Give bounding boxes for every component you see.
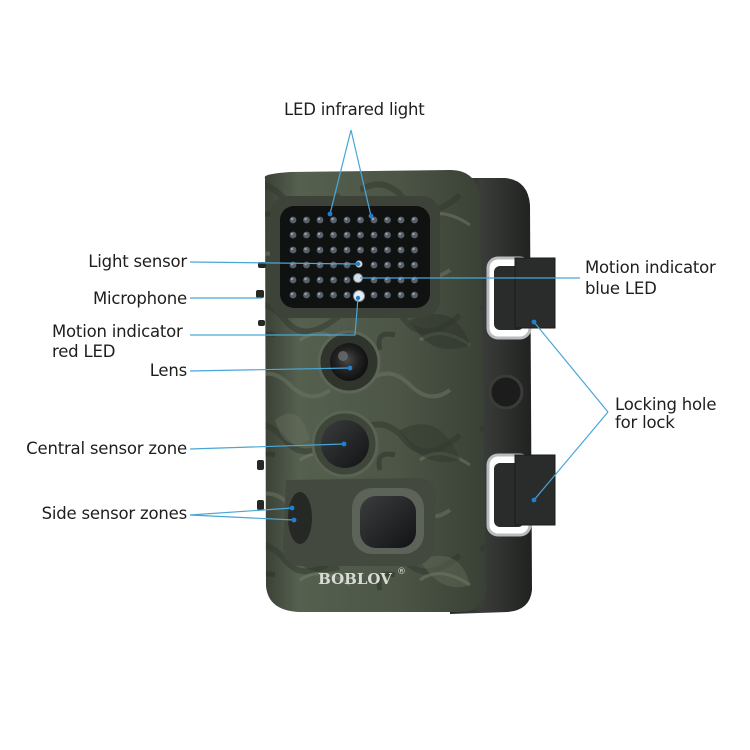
ir-led — [411, 231, 418, 239]
locking-hole — [488, 374, 524, 410]
microphone-holes — [256, 262, 266, 510]
callout-lines — [189, 129, 609, 521]
ir-led — [289, 246, 297, 254]
ir-led — [343, 261, 351, 269]
callout-dots — [289, 211, 537, 523]
ir-led — [330, 246, 337, 254]
label-light-sensor: Light sensor — [88, 252, 187, 271]
label-motion-red-line2: red LED — [52, 342, 116, 361]
left-side-sensor — [288, 492, 312, 544]
label-lens: Lens — [149, 361, 188, 380]
ir-led — [289, 216, 297, 224]
ir-led — [370, 246, 378, 254]
ir-led — [370, 231, 378, 239]
ir-led — [303, 276, 310, 284]
ir-led — [411, 246, 418, 254]
ir-led — [289, 291, 297, 299]
ir-led — [316, 246, 324, 254]
ir-led — [397, 291, 405, 299]
label-side-sensor-zones: Side sensor zones — [41, 504, 188, 523]
ir-led — [303, 231, 310, 239]
ir-led — [316, 231, 324, 239]
ir-led — [343, 231, 351, 239]
ir-led — [343, 216, 351, 224]
lower-lock-bracket — [486, 453, 556, 537]
ir-led — [330, 276, 337, 284]
ir-led — [397, 246, 405, 254]
ir-led — [384, 246, 391, 254]
ir-led — [384, 216, 391, 224]
ir-led — [357, 216, 364, 224]
label-locking-hole-line1: Locking hole — [615, 395, 717, 414]
ir-led — [303, 216, 310, 224]
lens — [330, 343, 368, 381]
ir-led — [411, 261, 418, 269]
ir-led — [316, 261, 324, 269]
upper-lock-bracket — [486, 256, 556, 340]
ir-led — [343, 246, 351, 254]
brand-logo: BOBLOV — [318, 570, 392, 588]
ir-led — [343, 276, 351, 284]
ir-led — [384, 261, 391, 269]
ir-led — [316, 216, 324, 224]
ir-led — [303, 291, 310, 299]
ir-led — [330, 216, 337, 224]
label-locking-hole-line2: for lock — [615, 413, 675, 432]
label-microphone: Microphone — [92, 289, 187, 308]
ir-led — [343, 291, 351, 299]
ir-led-panel — [280, 206, 430, 308]
ir-led — [316, 276, 324, 284]
ir-led — [370, 291, 378, 299]
ir-led — [397, 261, 405, 269]
ir-led — [357, 246, 364, 254]
ir-led — [397, 231, 405, 239]
right-side-sensor — [360, 496, 416, 548]
ir-led — [384, 231, 391, 239]
ir-led — [330, 291, 337, 299]
label-motion-blue-line1: Motion indicator — [585, 258, 716, 277]
ir-led — [411, 291, 418, 299]
ir-led — [370, 261, 378, 269]
label-motion-red-line1: Motion indicator — [52, 322, 183, 341]
ir-led — [357, 231, 364, 239]
ir-led — [330, 231, 337, 239]
ir-led — [289, 276, 297, 284]
ir-led — [397, 216, 405, 224]
ir-led — [330, 261, 337, 269]
label-led-infrared-light: LED infrared light — [284, 100, 425, 119]
ir-led — [303, 246, 310, 254]
label-motion-blue-line2: blue LED — [585, 279, 657, 298]
svg-text:®: ® — [397, 567, 406, 577]
ir-led — [384, 291, 391, 299]
ir-led — [411, 216, 418, 224]
ir-led — [289, 231, 297, 239]
ir-led — [303, 261, 310, 269]
ir-led — [316, 291, 324, 299]
label-central-sensor-zone: Central sensor zone — [26, 439, 187, 458]
